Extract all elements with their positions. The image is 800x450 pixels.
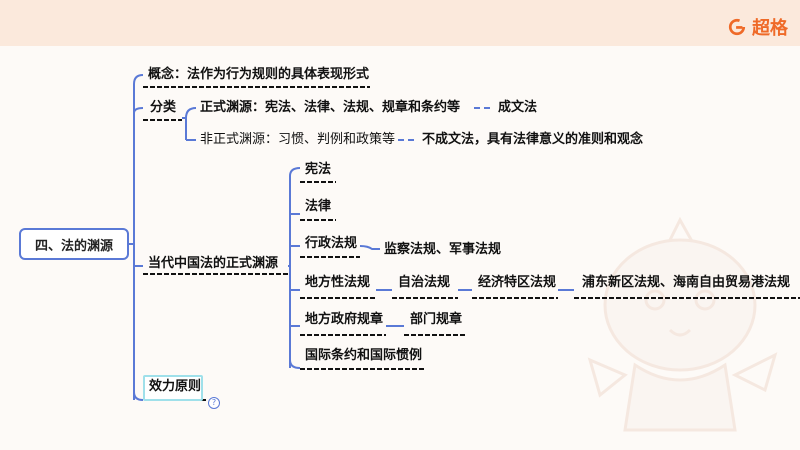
pudong-hainan-regulations-node[interactable]: 浦东新区法规、海南自由贸易港法规 xyxy=(582,275,791,290)
brand-name: 超格 xyxy=(752,18,788,39)
department-rules-node[interactable]: 部门规章 xyxy=(410,312,463,327)
treaty-node[interactable]: 国际条约和国际惯例 xyxy=(305,348,423,363)
admin-regulations-node[interactable]: 行政法规 xyxy=(305,236,358,251)
local-gov-rules-node[interactable]: 地方政府规章 xyxy=(305,312,384,327)
constitution-node[interactable]: 宪法 xyxy=(305,162,332,177)
local-regulations-node[interactable]: 地方性法规 xyxy=(305,275,371,290)
classification-node[interactable]: 分类 xyxy=(150,100,177,115)
autonomous-regulations-node[interactable]: 自治法规 xyxy=(398,275,451,290)
current-sources-node[interactable]: 当代中国法的正式渊源 xyxy=(148,256,279,271)
help-badge-icon[interactable]: ? xyxy=(208,397,220,409)
brand: 超格 xyxy=(728,14,788,40)
top-banner xyxy=(0,0,800,46)
mascot-watermark-icon xyxy=(587,216,778,432)
informal-sources-node[interactable]: 非正式渊源：习惯、判例和政策等 xyxy=(200,132,396,147)
informal-note-node[interactable]: 不成文法，具有法律意义的准则和观念 xyxy=(422,132,644,147)
admin-sub-node[interactable]: 监察法规、军事法规 xyxy=(384,242,502,257)
brand-logo-icon xyxy=(728,18,746,36)
concept-node[interactable]: 概念：法作为行为规则的具体表现形式 xyxy=(148,67,370,82)
formal-note-node[interactable]: 成文法 xyxy=(498,100,538,115)
effect-principle-node[interactable]: 效力原则 xyxy=(143,375,203,401)
law-node[interactable]: 法律 xyxy=(305,199,332,214)
root-node[interactable]: 四、法的渊源 xyxy=(19,228,129,260)
sez-regulations-node[interactable]: 经济特区法规 xyxy=(478,275,557,290)
formal-sources-node[interactable]: 正式渊源：宪法、法律、法规、规章和条约等 xyxy=(200,100,461,115)
